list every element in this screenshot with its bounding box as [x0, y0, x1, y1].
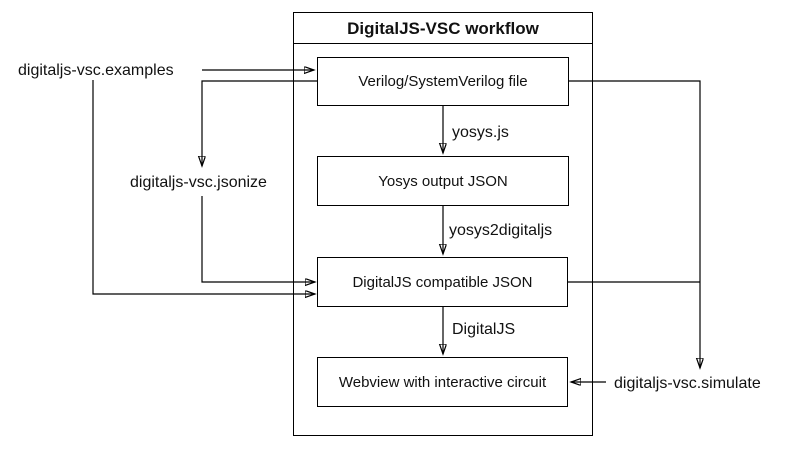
- label-digitaljs-vsc-jsonize: digitaljs-vsc.jsonize: [130, 174, 267, 191]
- node-digitaljs-json: DigitalJS compatible JSON: [317, 257, 568, 307]
- edge-label-yosys-js: yosys.js: [452, 124, 509, 141]
- diagram-title: DigitalJS-VSC workflow: [294, 13, 592, 44]
- node-yosys-output-json: Yosys output JSON: [317, 156, 569, 206]
- node-webview: Webview with interactive circuit: [317, 357, 568, 407]
- node-verilog-file: Verilog/SystemVerilog file: [317, 57, 569, 106]
- edge-label-yosys2digitaljs: yosys2digitaljs: [449, 222, 553, 239]
- label-digitaljs-vsc-simulate: digitaljs-vsc.simulate: [614, 375, 761, 392]
- workflow-container-box: DigitalJS-VSC workflow: [293, 12, 593, 436]
- edge-label-digitaljs: DigitalJS: [452, 321, 516, 338]
- label-digitaljs-vsc-examples: digitaljs-vsc.examples: [18, 62, 174, 79]
